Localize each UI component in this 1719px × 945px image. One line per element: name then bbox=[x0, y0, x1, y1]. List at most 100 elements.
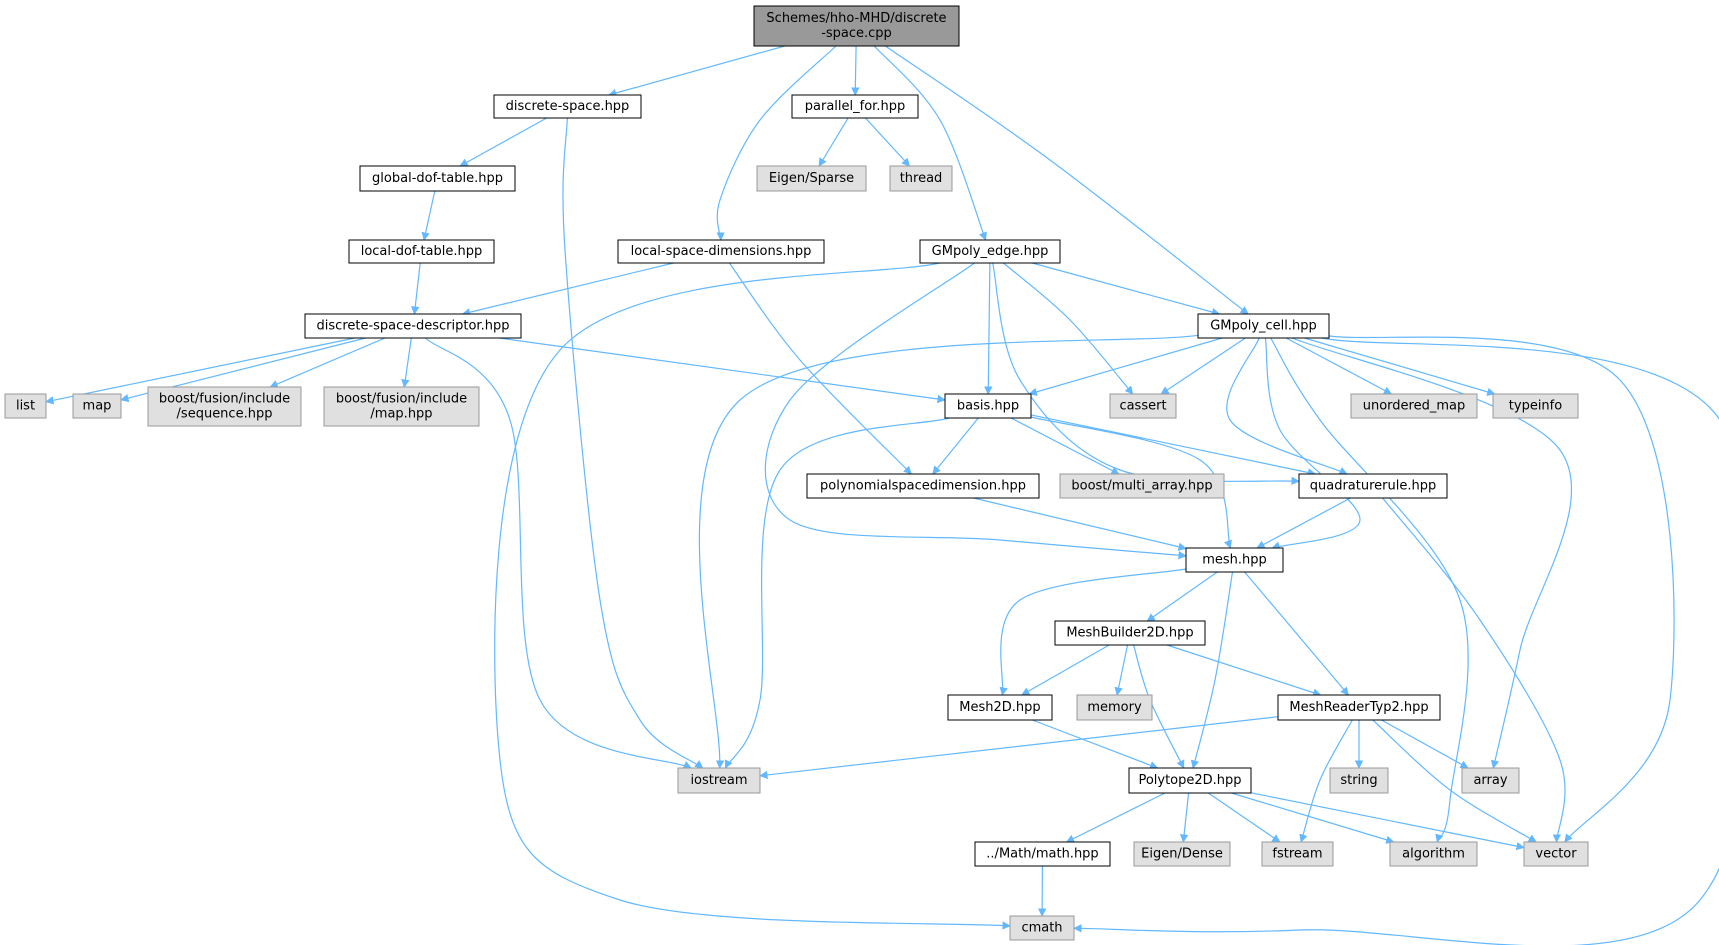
node-meshreader[interactable]: MeshReaderTyp2.hpp bbox=[1277, 694, 1441, 721]
edge-meshreader-to-fstream bbox=[1299, 719, 1353, 843]
node-box bbox=[947, 694, 1053, 721]
edge-basis-to-quadrule bbox=[1030, 414, 1317, 477]
edge-gmpoly_edge-to-quadrule bbox=[992, 262, 1300, 486]
edge-root-to-parallel_for bbox=[851, 45, 860, 96]
node-local-dof[interactable]: local-dof-table.hpp bbox=[348, 239, 495, 264]
edge-gmpoly_edge-to-mesh bbox=[764, 262, 1187, 560]
node-parallel-for[interactable]: parallel_for.hpp bbox=[791, 94, 919, 119]
node-basis[interactable]: basis.hpp bbox=[944, 393, 1032, 419]
edge-gmpoly_cell-to-cmath bbox=[1073, 337, 1719, 945]
edge-mesh-to-polytope bbox=[1190, 571, 1234, 769]
node-discrete-space[interactable]: discrete-space.hpp bbox=[493, 94, 642, 119]
edge-basis-to-iostream bbox=[724, 417, 950, 769]
edges-layer bbox=[45, 45, 1719, 945]
node-box bbox=[1277, 694, 1441, 721]
edge-global_dof-to-local_dof bbox=[421, 190, 436, 241]
node-box bbox=[919, 239, 1061, 264]
edge-local_dof-to-dsd bbox=[411, 262, 421, 315]
node-label: local-dof-table.hpp bbox=[361, 244, 483, 259]
node-box bbox=[1329, 767, 1389, 794]
node-box bbox=[791, 94, 919, 119]
node-box bbox=[1523, 841, 1589, 867]
node-polyspacedim[interactable]: polynomialspacedimension.hpp bbox=[806, 473, 1040, 499]
node-quadrule[interactable]: quadraturerule.hpp bbox=[1298, 473, 1448, 499]
edge-basis-to-polyspacedim bbox=[932, 417, 979, 475]
node-label: array bbox=[1473, 773, 1507, 788]
edge-polyspacedim-to-mesh bbox=[973, 497, 1187, 551]
node-label: local-space-dimensions.hpp bbox=[631, 244, 812, 259]
node-bf-map: boost/fusion/include/map.hpp bbox=[323, 386, 480, 427]
node-box bbox=[677, 767, 761, 794]
node-box bbox=[974, 841, 1111, 867]
edge-gmpoly_cell-to-cassert bbox=[1160, 337, 1246, 395]
node-label: mesh.hpp bbox=[1202, 553, 1267, 568]
edge-dsd-to-list bbox=[45, 337, 356, 405]
nodes-layer: Schemes/hho-MHD/discrete-space.cpp discre… bbox=[4, 5, 1589, 941]
edge-meshbuilder-to-memory bbox=[1114, 644, 1129, 696]
edge-meshbuilder-to-meshreader bbox=[1166, 644, 1322, 697]
edge-local_space_dim-to-polyspacedim bbox=[728, 262, 912, 475]
edge-mesh-to-mesh2d bbox=[999, 568, 1187, 696]
node-box bbox=[348, 239, 495, 264]
node-box bbox=[1197, 313, 1330, 339]
node-mesh2d[interactable]: Mesh2D.hpp bbox=[947, 694, 1053, 721]
node-eigen-sparse: Eigen/Sparse bbox=[756, 165, 867, 192]
node-algorithm: algorithm bbox=[1389, 841, 1478, 867]
edge-gmpoly_edge-to-basis bbox=[984, 262, 993, 395]
edge-polytope-to-fstream bbox=[1207, 792, 1281, 843]
node-label: basis.hpp bbox=[957, 399, 1019, 414]
edge-dsd-to-bf_sequence bbox=[269, 337, 386, 388]
node-box bbox=[889, 165, 953, 192]
node-label: MeshBuilder2D.hpp bbox=[1066, 626, 1193, 641]
node-label: iostream bbox=[690, 773, 747, 788]
node-box bbox=[1298, 473, 1448, 499]
node-box bbox=[1133, 841, 1231, 867]
node-label: MeshReaderTyp2.hpp bbox=[1289, 700, 1428, 715]
node-label: Mesh2D.hpp bbox=[959, 700, 1040, 715]
node-dsd[interactable]: discrete-space-descriptor.hpp bbox=[304, 313, 522, 339]
node-memory: memory bbox=[1076, 694, 1153, 721]
node-meshbuilder[interactable]: MeshBuilder2D.hpp bbox=[1054, 620, 1206, 646]
node-global-dof[interactable]: global-dof-table.hpp bbox=[359, 165, 516, 192]
node-label: quadraturerule.hpp bbox=[1310, 479, 1436, 494]
node-gmpoly-cell[interactable]: GMpoly_cell.hpp bbox=[1197, 313, 1330, 339]
edge-root-to-gmpoly_edge bbox=[873, 45, 987, 241]
node-box bbox=[1054, 620, 1206, 646]
node-label: Polytope2D.hpp bbox=[1138, 773, 1241, 788]
node-label: parallel_for.hpp bbox=[805, 99, 905, 114]
edge-gmpoly_edge-to-cassert bbox=[1003, 262, 1134, 395]
node-polytope[interactable]: Polytope2D.hpp bbox=[1128, 767, 1252, 794]
node-boost-multi: boost/multi_array.hpp bbox=[1059, 473, 1225, 499]
edge-gmpoly_cell-to-iostream bbox=[698, 334, 1199, 769]
node-box bbox=[1492, 393, 1579, 419]
node-cassert: cassert bbox=[1109, 393, 1177, 419]
node-label: cmath bbox=[1021, 921, 1062, 936]
node-label: Schemes/hho-MHD/discrete bbox=[766, 11, 946, 26]
node-gmpoly-edge[interactable]: GMpoly_edge.hpp bbox=[919, 239, 1061, 264]
node-label: global-dof-table.hpp bbox=[372, 171, 503, 186]
node-label: boost/fusion/include bbox=[159, 392, 290, 407]
node-mesh[interactable]: mesh.hpp bbox=[1185, 547, 1284, 573]
node-list: list bbox=[4, 393, 47, 419]
edge-gmpoly_cell-to-typeinfo bbox=[1304, 337, 1496, 396]
node-label: fstream bbox=[1272, 847, 1322, 862]
edge-dsd-to-basis bbox=[499, 337, 946, 404]
node-root[interactable]: Schemes/hho-MHD/discrete-space.cpp bbox=[753, 5, 960, 47]
edge-meshreader-to-array bbox=[1381, 719, 1469, 769]
node-local-space-dim[interactable]: local-space-dimensions.hpp bbox=[617, 239, 825, 264]
node-label: algorithm bbox=[1402, 847, 1465, 862]
edge-parallel_for-to-eigen_sparse bbox=[818, 117, 849, 167]
node-cmath: cmath bbox=[1009, 915, 1075, 941]
edge-gmpoly_cell-to-unordered_map bbox=[1285, 337, 1393, 395]
node-box bbox=[753, 5, 960, 47]
edge-mesh-to-meshbuilder bbox=[1146, 571, 1218, 622]
edge-discrete_space-to-global_dof bbox=[459, 117, 547, 167]
node-box bbox=[72, 393, 122, 419]
node-mathhpp[interactable]: ../Math/math.hpp bbox=[974, 841, 1111, 867]
node-label: boost/fusion/include bbox=[336, 392, 467, 407]
node-iostream: iostream bbox=[677, 767, 761, 794]
edge-meshreader-to-iostream bbox=[759, 716, 1279, 780]
node-box bbox=[944, 393, 1032, 419]
edge-local_space_dim-to-dsd bbox=[461, 262, 674, 317]
